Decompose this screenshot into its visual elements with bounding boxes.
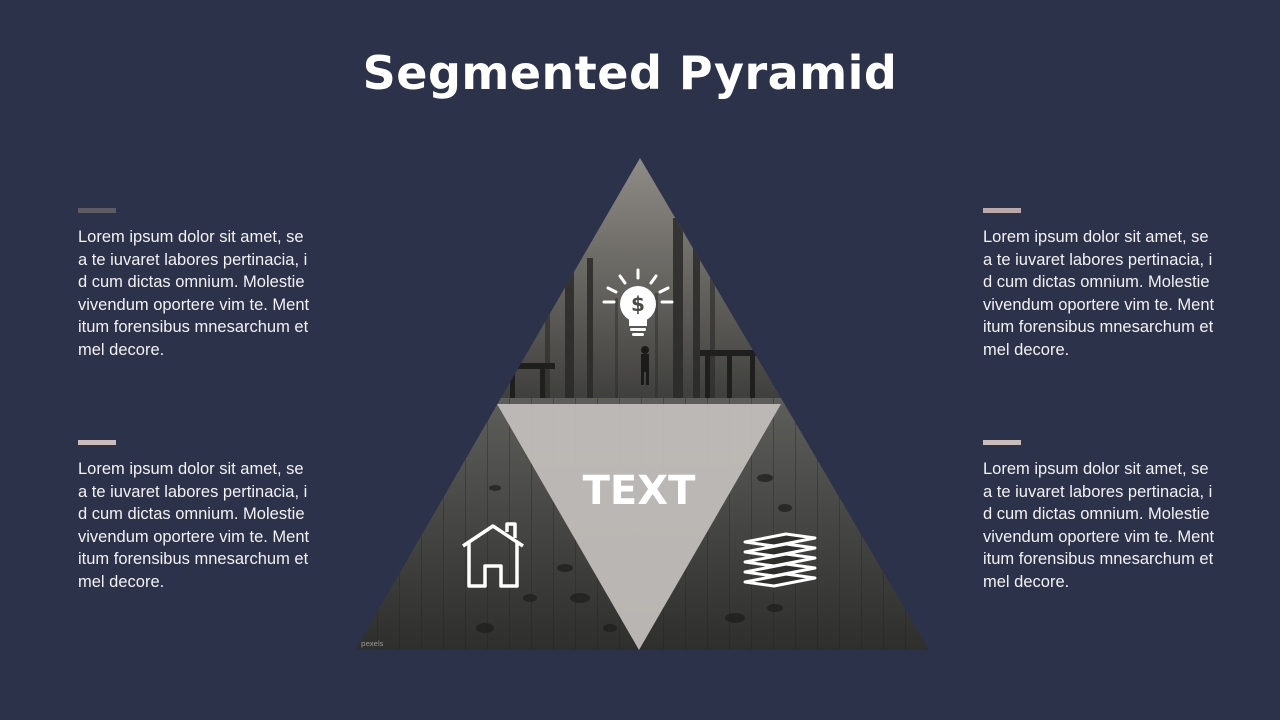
house-icon [462, 522, 524, 588]
accent-bar [983, 208, 1021, 213]
accent-bar [78, 208, 116, 213]
page-title: Segmented Pyramid [362, 46, 898, 100]
text-block-bottom-right: Lorem ipsum dolor sit amet, sea te iuvar… [983, 440, 1215, 593]
svg-text:$: $ [631, 292, 645, 316]
text-block-body: Lorem ipsum dolor sit amet, sea te iuvar… [983, 460, 1215, 591]
segmented-pyramid: TEXT pexels $ [355, 158, 929, 650]
photo-credit: pexels [361, 640, 384, 648]
text-block-body: Lorem ipsum dolor sit amet, sea te iuvar… [78, 460, 310, 591]
accent-bar [78, 440, 116, 445]
center-segment [497, 404, 781, 650]
text-block-body: Lorem ipsum dolor sit amet, sea te iuvar… [78, 228, 310, 359]
text-block-body: Lorem ipsum dolor sit amet, sea te iuvar… [983, 228, 1215, 359]
text-block-top-right: Lorem ipsum dolor sit amet, sea te iuvar… [983, 208, 1215, 361]
center-label: TEXT [583, 468, 696, 514]
lightbulb-dollar-icon: $ [602, 268, 674, 336]
text-block-bottom-left: Lorem ipsum dolor sit amet, sea te iuvar… [78, 440, 310, 593]
text-block-top-left: Lorem ipsum dolor sit amet, sea te iuvar… [78, 208, 310, 361]
stack-layers-icon [743, 532, 817, 588]
accent-bar [983, 440, 1021, 445]
